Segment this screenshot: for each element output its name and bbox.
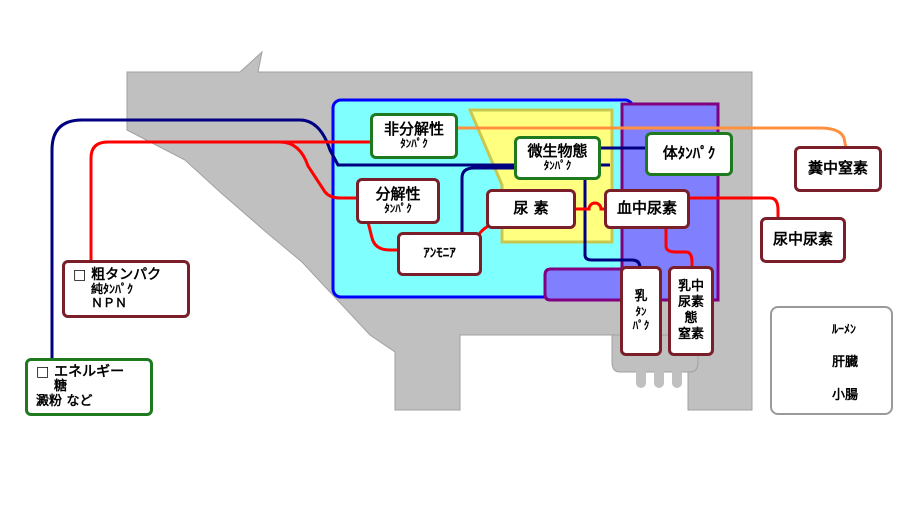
node-degradable-protein: 分解性 ﾀﾝﾊﾟｸ <box>356 178 440 224</box>
label-line: □ 粗タンパク <box>73 267 162 284</box>
label-line: 態 <box>684 311 698 326</box>
label-line: 純ﾀﾝﾊﾟｸ <box>91 282 134 297</box>
label-line: 澱粉 など <box>36 394 93 410</box>
label-line: 血中尿素 <box>616 199 677 218</box>
legend-label-rumen: ﾙｰﾒﾝ <box>832 322 857 336</box>
node-microbial-protein: 微生物態 ﾀﾝﾊﾟｸ <box>514 136 601 180</box>
node-urea: 尿 素 <box>486 189 576 229</box>
node-ammonia: ｱﾝﾓﾆｱ <box>397 232 482 276</box>
label-line: 体ﾀﾝﾊﾟｸ <box>662 144 716 163</box>
protein-line-urea-blood <box>575 201 606 211</box>
label-line: ﾀﾝﾊﾟｸ <box>384 202 412 216</box>
node-non-degradable-protein: 非分解性 ﾀﾝﾊﾟｸ <box>370 113 458 159</box>
energy-line-milk-protein <box>583 178 642 278</box>
protein-line-main <box>89 140 358 262</box>
energy-line-ammonia <box>460 166 516 240</box>
label-line: ﾀﾝ <box>635 305 647 319</box>
label-line: ｱﾝﾓﾆｱ <box>423 245 456 261</box>
protein-line-blood-milkurea <box>664 228 694 268</box>
teat-3 <box>672 368 682 388</box>
node-milk-protein: 乳 ﾀﾝ ﾊﾟｸ <box>620 266 662 356</box>
label-line: 糞中窒素 <box>807 159 868 178</box>
node-fecal-nitrogen: 糞中窒素 <box>794 146 882 192</box>
label-line: 糖 <box>54 379 68 395</box>
node-milk-urea-nitrogen: 乳中 尿素 態 窒素 <box>668 266 714 356</box>
label-line: □ エネルギー <box>36 364 125 381</box>
label-line: 非分解性 <box>383 120 444 139</box>
label-line: ﾀﾝﾊﾟｸ <box>543 159 572 173</box>
legend-row-rumen: ﾙｰﾒﾝ <box>824 320 856 337</box>
label-line: 尿素 <box>677 294 704 310</box>
legend-row-small-intestine: 小腸 <box>824 384 858 403</box>
label-line: 窒素 <box>677 327 704 343</box>
label-line: ＮＰＮ <box>91 296 128 311</box>
label-line: 微生物態 <box>527 142 588 161</box>
teat-1 <box>636 368 646 388</box>
teat-2 <box>654 368 664 388</box>
protein-line-blood-urine <box>688 196 780 218</box>
label-line: 尿中尿素 <box>772 230 833 249</box>
fecal-line <box>458 126 848 149</box>
node-blood-urea: 血中尿素 <box>604 189 690 229</box>
label-line: ﾀﾝﾊﾟｸ <box>400 137 428 151</box>
label-line: 乳中 <box>677 278 704 294</box>
label-line: 乳 <box>634 289 648 305</box>
legend-box: ﾙｰﾒﾝ 肝臓 小腸 <box>770 306 893 415</box>
node-body-protein: 体ﾀﾝﾊﾟｸ <box>645 132 733 176</box>
node-energy: □ エネルギー 糖 澱粉 など <box>25 358 153 416</box>
legend-row-liver: 肝臓 <box>824 351 858 370</box>
protein-line-degradable-ammonia <box>366 221 398 252</box>
legend-label-small-intestine: 小腸 <box>832 388 859 403</box>
label-line: 分解性 <box>375 185 421 204</box>
node-urine-urea: 尿中尿素 <box>760 217 846 263</box>
label-line: 尿 素 <box>513 199 549 218</box>
legend-label-liver: 肝臓 <box>832 355 859 370</box>
label-line: ﾊﾟｸ <box>632 319 650 333</box>
node-crude-protein: □ 粗タンパク 純ﾀﾝﾊﾟｸ ＮＰＮ <box>62 260 190 318</box>
